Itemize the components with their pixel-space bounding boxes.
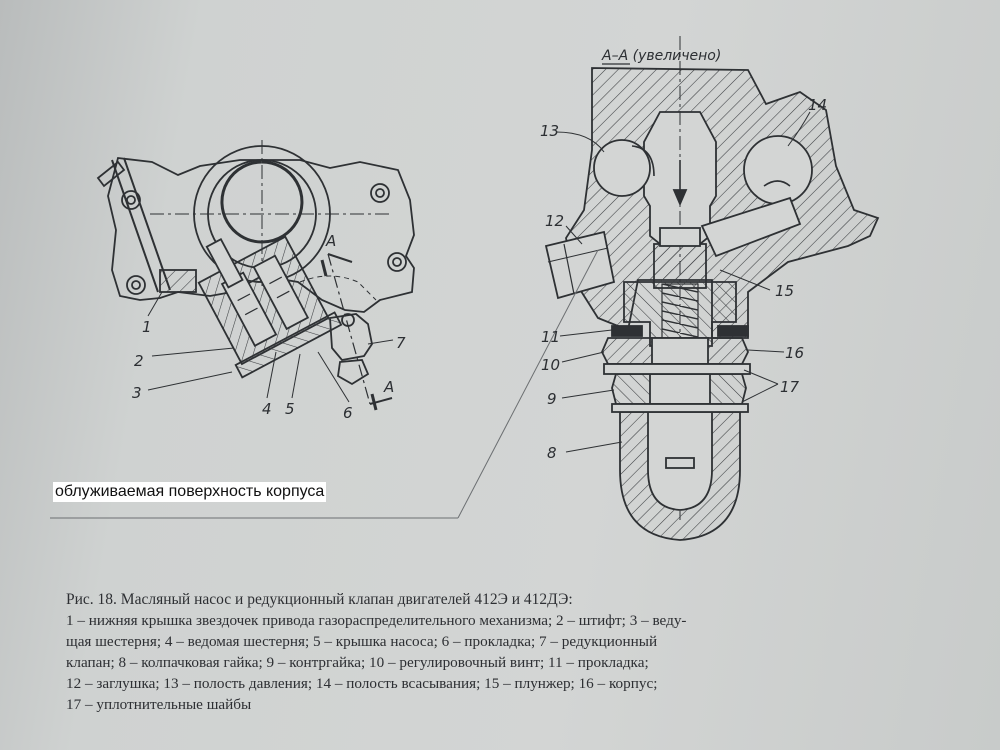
leader-line (266, 351, 277, 399)
suction-channel (763, 180, 791, 187)
callout-number: 16 (785, 344, 804, 362)
leader-line (147, 371, 233, 391)
bolt-hole (387, 252, 407, 272)
cap-nut-tip (665, 457, 695, 469)
bolt-hole (126, 195, 136, 205)
leader-line (743, 369, 779, 385)
gear-tooth (276, 290, 290, 299)
section-mark-a: A (325, 232, 336, 250)
bolt-hole (375, 188, 385, 198)
section-tick (320, 259, 328, 277)
leader-line (561, 351, 605, 363)
callout-number: 12 (545, 212, 564, 230)
caption-line: щая шестерня; 4 – ведомая шестерня; 5 – … (66, 633, 658, 650)
caption-line: клапан; 8 – колпачковая гайка; 9 – контр… (66, 654, 649, 671)
lock-nut-bore (649, 373, 711, 405)
callout-number: 15 (775, 282, 794, 300)
plunger (653, 243, 707, 289)
leader-line (565, 441, 623, 453)
callout-number: 10 (541, 356, 560, 374)
pump-drawing (96, 140, 415, 411)
leader-line (555, 131, 605, 153)
bolt-hole (121, 190, 141, 210)
gasket (717, 325, 749, 337)
leader-line (367, 339, 394, 345)
bolt-hole (131, 280, 141, 290)
gear-tooth (269, 276, 283, 285)
section-tick (370, 393, 378, 411)
leader-line (151, 347, 235, 357)
callout-number: 2 (134, 352, 144, 370)
flow-arrow-head (672, 189, 688, 207)
callout-number: 4 (262, 400, 272, 418)
leader-line (741, 383, 779, 403)
callout-number: 8 (547, 444, 557, 462)
caption-line: 1 – нижняя крышка звездочек привода газо… (66, 612, 687, 629)
pump-shaft (205, 238, 244, 289)
leader-line (291, 353, 301, 399)
bolt-hole (126, 275, 146, 295)
section-line (327, 253, 371, 405)
caption-line: 12 – заглушка; 13 – полость давления; 14… (66, 675, 658, 692)
suction-cavity (743, 135, 813, 205)
figure-caption: Рис. 18. Масляный насос и редукционный к… (66, 589, 936, 715)
bolt-hole (370, 183, 390, 203)
overlay-connector (457, 249, 599, 519)
sealing-washer (611, 403, 749, 413)
leader-line (787, 111, 811, 147)
callout-number: 5 (285, 400, 295, 418)
section-drawing (544, 36, 880, 541)
pump-housing-outline (107, 157, 415, 313)
plug-line (563, 243, 575, 295)
oil-tube (111, 157, 171, 293)
leader-line (561, 389, 615, 399)
callout-number: 13 (540, 122, 559, 140)
callout-number: 17 (780, 378, 800, 396)
pressure-channel (631, 145, 655, 177)
overlay-label: облуживаемая поверхность корпуса (53, 482, 327, 502)
leader-line (565, 225, 583, 245)
screw-bore (651, 337, 709, 365)
leader-line (747, 349, 785, 353)
bolt-hole (392, 257, 402, 267)
sealing-washer (603, 363, 751, 375)
caption-line: 17 – уплотнительные шайбы (66, 696, 252, 713)
callout-number: 9 (547, 390, 557, 408)
leader-line (147, 291, 163, 317)
leader-line (559, 329, 613, 337)
pump-gear-pocket (252, 254, 310, 331)
gear-tooth (237, 293, 251, 302)
plug (544, 230, 616, 300)
reduction-valve (329, 313, 373, 361)
callout-number: 14 (808, 96, 827, 114)
gear-tooth (244, 307, 258, 316)
gasket (611, 325, 643, 337)
section-mark-a: A (383, 378, 394, 396)
pressure-cavity (593, 139, 651, 197)
caption-title: Рис. 18. Масляный насос и редукционный к… (66, 591, 573, 608)
callout-number: 11 (541, 328, 560, 346)
leader-line (719, 269, 771, 291)
callout-number: 3 (132, 384, 142, 402)
callout-number: 6 (343, 404, 353, 422)
callout-number: 7 (396, 334, 406, 352)
section-arrow-top (327, 253, 353, 263)
pump-cover (234, 311, 343, 379)
callout-number: 1 (142, 318, 152, 336)
side-channel (700, 196, 802, 258)
breather-cap (96, 160, 126, 188)
pin-bracket (159, 269, 197, 293)
plunger-head (659, 227, 701, 247)
leader-line (317, 351, 350, 403)
section-title: A–A (увеличено) (601, 48, 721, 64)
